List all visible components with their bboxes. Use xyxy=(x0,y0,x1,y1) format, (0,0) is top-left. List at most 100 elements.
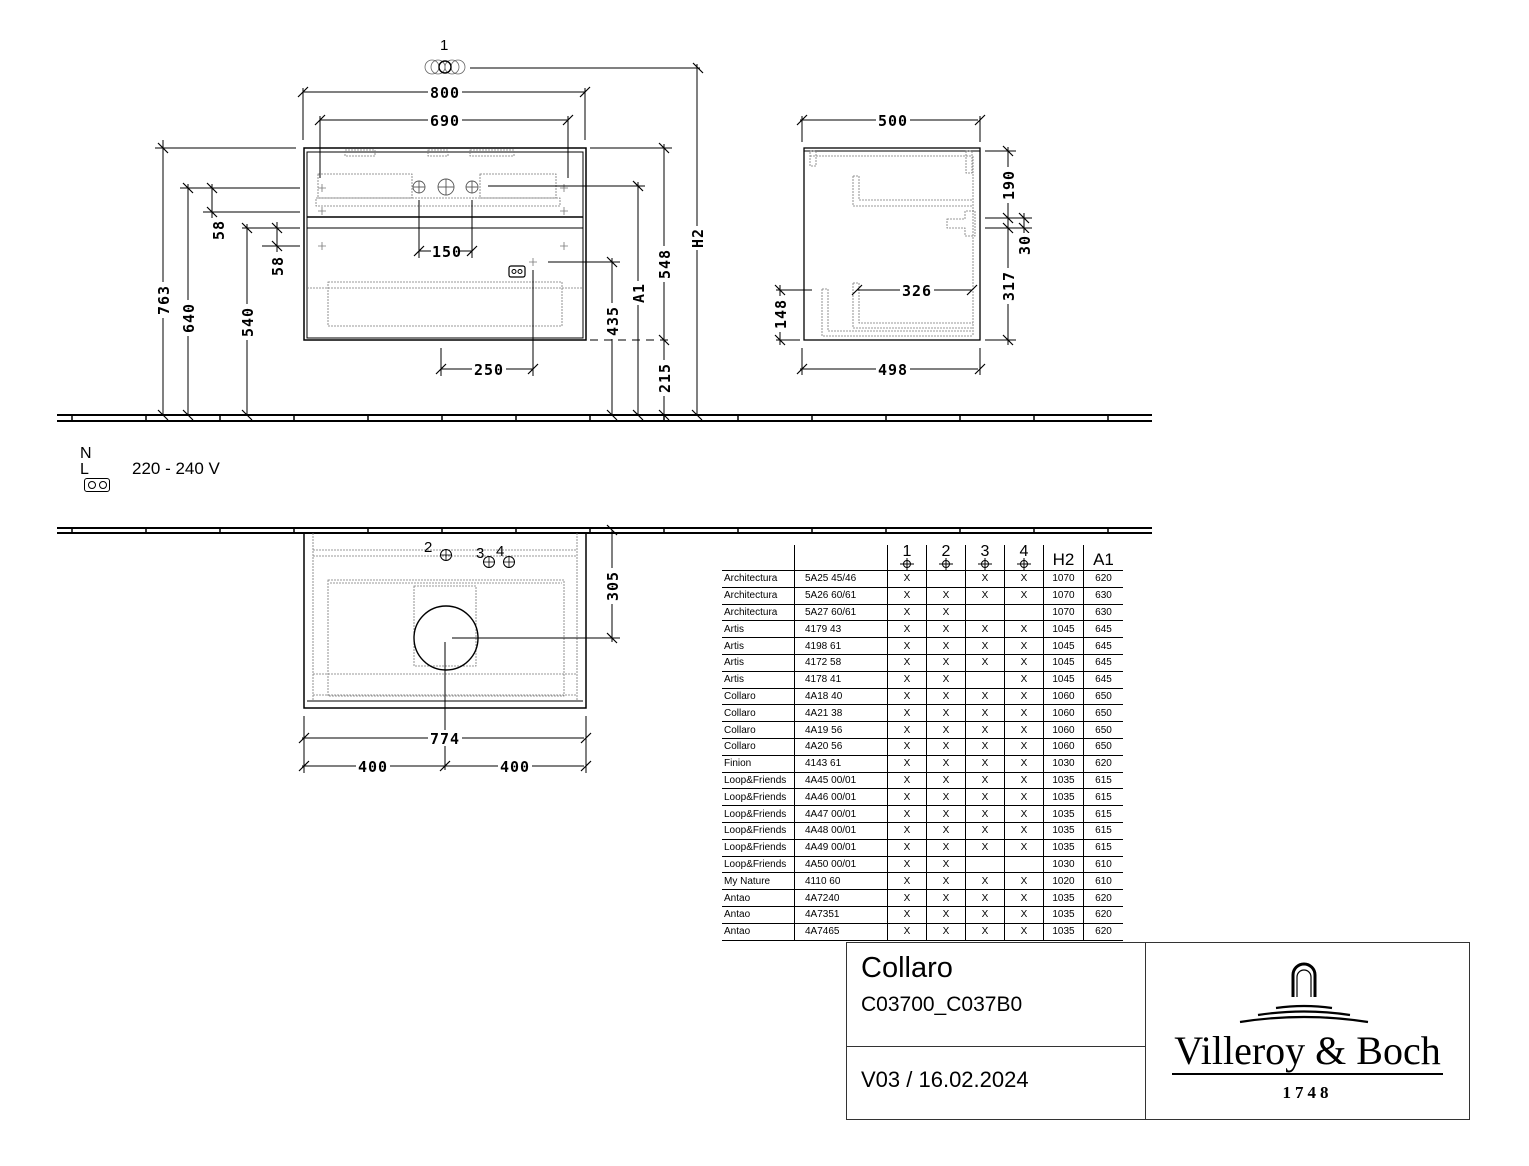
cell-article: 4110 60 xyxy=(794,872,888,891)
front-view-labels: 1 800 690 150 250 763 640 58 540 58 435 … xyxy=(155,37,707,396)
dim-400-left: 400 xyxy=(358,758,388,776)
connection-1-label: 1 xyxy=(440,37,448,54)
version-date: V03 / 16.02.2024 xyxy=(861,1067,1029,1092)
cell-c3: X xyxy=(965,906,1005,924)
cell-a1: 650 xyxy=(1083,738,1123,756)
dim-150: 150 xyxy=(432,243,462,261)
cell-h2: 1060 xyxy=(1043,738,1084,756)
cell-c4: X xyxy=(1004,738,1044,756)
cell-c3: X xyxy=(965,721,1005,739)
header-connection-4: 4 xyxy=(1004,544,1044,571)
cell-c4 xyxy=(1004,604,1044,622)
cell-a1: 630 xyxy=(1083,604,1123,622)
cell-series: Artis xyxy=(722,654,795,672)
dim-215: 215 xyxy=(656,363,674,393)
cell-c3: X xyxy=(965,788,1005,807)
cell-series: Loop&Friends xyxy=(722,788,795,807)
cell-a1: 610 xyxy=(1083,856,1123,874)
dim-500: 500 xyxy=(878,112,908,130)
cell-c1: X xyxy=(887,805,927,823)
cell-c4: X xyxy=(1004,889,1044,907)
cell-h2: 1045 xyxy=(1043,620,1084,639)
cell-c1: X xyxy=(887,587,927,605)
cell-series: Artis xyxy=(722,620,795,639)
plan-view xyxy=(298,524,620,773)
cell-article: 4A50 00/01 xyxy=(794,856,888,874)
cell-c4: X xyxy=(1004,620,1044,639)
connection-point-icon xyxy=(978,558,992,570)
cell-c1: X xyxy=(887,872,927,891)
dim-190: 190 xyxy=(1000,170,1018,200)
cell-c2: X xyxy=(926,738,966,756)
cell-c3: X xyxy=(965,654,1005,672)
header-connection-2: 2 xyxy=(926,544,966,571)
cell-a1: 615 xyxy=(1083,788,1123,807)
socket-symbol: N L xyxy=(80,446,114,492)
cell-c4: X xyxy=(1004,755,1044,773)
cell-c2: X xyxy=(926,822,966,840)
cell-a1: 615 xyxy=(1083,839,1123,857)
dim-763: 763 xyxy=(155,285,173,315)
cell-series: Antao xyxy=(722,923,795,941)
cell-series: Finion xyxy=(722,755,795,773)
cell-h2: 1060 xyxy=(1043,704,1084,723)
cell-h2: 1035 xyxy=(1043,906,1084,924)
electrical-connection-note: N L 220 - 240 V xyxy=(80,446,220,492)
dim-400-right: 400 xyxy=(500,758,530,776)
header-connection-1: 1 xyxy=(887,544,927,571)
cell-h2: 1060 xyxy=(1043,721,1084,739)
cell-article: 4A7240 xyxy=(794,889,888,907)
cell-c4: X xyxy=(1004,587,1044,605)
cell-a1: 615 xyxy=(1083,822,1123,840)
cell-c4: X xyxy=(1004,872,1044,891)
connection-point-icon xyxy=(939,558,953,570)
cell-c4: X xyxy=(1004,637,1044,655)
cell-c1: X xyxy=(887,889,927,907)
cell-c4: X xyxy=(1004,788,1044,807)
cell-c4: X xyxy=(1004,923,1044,941)
cell-series: Loop&Friends xyxy=(722,839,795,857)
product-code: C03700_C037B0 xyxy=(861,993,1023,1016)
cell-article: 5A27 60/61 xyxy=(794,604,888,622)
cell-c1: X xyxy=(887,822,927,840)
dim-774: 774 xyxy=(430,730,460,748)
cell-c2: X xyxy=(926,637,966,655)
cell-c3: X xyxy=(965,704,1005,723)
header-connection-3: 3 xyxy=(965,544,1005,571)
dim-498: 498 xyxy=(878,361,908,379)
cell-article: 4198 61 xyxy=(794,637,888,655)
cell-c1: X xyxy=(887,637,927,655)
product-name: Collaro xyxy=(861,952,953,984)
cell-c2: X xyxy=(926,906,966,924)
header-article xyxy=(794,545,888,571)
cell-c2: X xyxy=(926,755,966,773)
brand-fountain-icon xyxy=(1239,962,1369,1024)
cell-h2: 1045 xyxy=(1043,637,1084,655)
cell-article: 4A19 56 xyxy=(794,721,888,739)
cell-h2: 1035 xyxy=(1043,805,1084,823)
cell-article: 4A7465 xyxy=(794,923,888,941)
title-block: Collaro C03700_C037B0 V03 / 16.02.2024 V… xyxy=(846,942,1470,1120)
dim-435: 435 xyxy=(604,306,622,336)
cell-series: Antao xyxy=(722,906,795,924)
cell-c4: X xyxy=(1004,671,1044,689)
connection-point-icon xyxy=(900,558,914,570)
connection-4-label: 4 xyxy=(496,543,504,560)
cell-article: 4179 43 xyxy=(794,620,888,639)
cell-c1: X xyxy=(887,738,927,756)
cell-c2: X xyxy=(926,889,966,907)
cell-series: Architectura xyxy=(722,587,795,605)
cell-series: Collaro xyxy=(722,688,795,706)
